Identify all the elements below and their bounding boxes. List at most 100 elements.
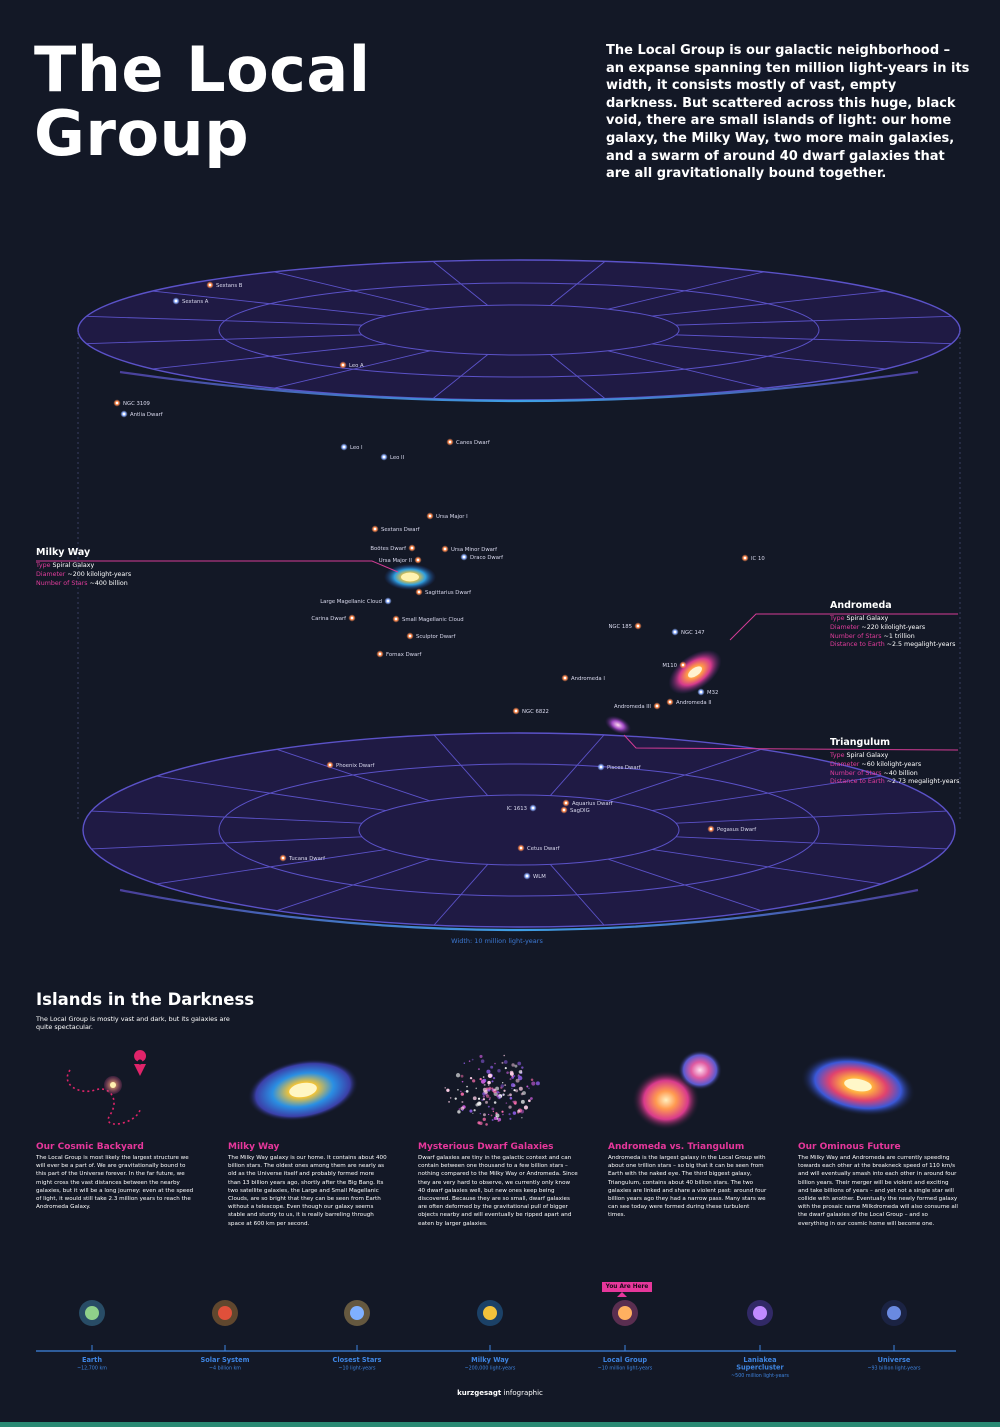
star-dot xyxy=(508,1113,511,1116)
galaxy-ngc-3109: NGC 3109 xyxy=(113,399,150,407)
star-dot xyxy=(477,1097,481,1100)
star-dot xyxy=(471,1058,474,1061)
diameter-value: ~200 kilolight-years xyxy=(67,570,132,578)
intro-paragraph: The Local Group is our galactic neighbor… xyxy=(606,43,970,182)
galaxy-core xyxy=(115,401,119,405)
star-dot xyxy=(521,1117,523,1119)
type-key: Type xyxy=(36,562,51,569)
col-text-cosmic-backyard: The Local Group is most likely the large… xyxy=(36,1155,194,1211)
star-dot xyxy=(506,1071,509,1074)
galaxy-label: Large Magellanic Cloud xyxy=(320,599,382,605)
star-dot xyxy=(487,1105,490,1108)
scale-item-earth: Earth~12,700 km xyxy=(77,1300,107,1372)
galaxy-core xyxy=(564,801,568,805)
star-dot xyxy=(482,1113,486,1117)
galaxy-label: Ursa Minor Dwarf xyxy=(451,547,497,553)
andromeda-name: Andromeda xyxy=(830,600,892,611)
star-dot xyxy=(501,1061,504,1064)
galaxy-leo-i: Leo I xyxy=(340,443,363,451)
diameter-key: Diameter xyxy=(830,623,860,631)
scale-subtitle: ~200,000 light-years xyxy=(465,1366,516,1372)
star-dot xyxy=(485,1100,488,1104)
stars-value: ~1 trillion xyxy=(883,632,915,640)
star-dot xyxy=(482,1076,485,1078)
scale-icon xyxy=(887,1306,901,1320)
galaxy-core xyxy=(122,412,126,416)
galaxy-label: Sextans Dwarf xyxy=(381,527,420,533)
star-dot xyxy=(489,1097,491,1099)
diameter-value: ~60 kilolight-years xyxy=(861,760,922,768)
galaxy-label: Draco Dwarf xyxy=(470,555,503,561)
galaxy-core xyxy=(394,617,398,621)
type-key: Type xyxy=(830,752,845,759)
star-dot xyxy=(491,1080,494,1083)
star-dot xyxy=(521,1066,524,1069)
stars-key: Number of Stars xyxy=(36,579,88,587)
star-dot xyxy=(461,1101,464,1104)
galaxy-ursa-major-ii: Ursa Major II xyxy=(379,556,422,564)
star-dot xyxy=(468,1060,471,1062)
andromeda-vs-triangulum-illustration xyxy=(632,1050,722,1130)
star-dot xyxy=(509,1117,512,1120)
star-dot xyxy=(535,1081,540,1086)
galaxy-sagdig: SagDIG xyxy=(560,806,590,814)
galaxy-label: Boötes Dwarf xyxy=(370,546,406,552)
galaxy-label: Andromeda I xyxy=(571,676,605,682)
scale-name: Universe xyxy=(878,1356,911,1364)
star-dot xyxy=(460,1090,462,1093)
top-disc xyxy=(77,259,961,403)
star-dot xyxy=(510,1083,515,1088)
triangulum-name: Triangulum xyxy=(830,737,891,748)
galaxy-label: Tucana Dwarf xyxy=(288,856,325,862)
star-dot xyxy=(530,1097,533,1100)
diameter-key: Diameter xyxy=(830,760,860,768)
star-dot xyxy=(503,1089,506,1092)
galaxy-cetus-dwarf: Cetus Dwarf xyxy=(517,844,560,852)
star-dot xyxy=(493,1101,497,1104)
andromeda-galaxy xyxy=(668,649,722,695)
star-dot xyxy=(502,1082,504,1084)
star-dot xyxy=(455,1073,461,1078)
star-dot xyxy=(485,1123,488,1126)
star-dot xyxy=(502,1113,504,1116)
star-dot xyxy=(487,1080,491,1085)
galaxy-core xyxy=(350,616,354,620)
star-dot xyxy=(479,1112,482,1115)
col-title-milky-way: Milky Way xyxy=(228,1142,280,1152)
galaxy-pegasus-dwarf: Pegasus Dwarf xyxy=(707,825,756,833)
bottom-bar xyxy=(0,1422,1000,1427)
star-dot xyxy=(513,1100,517,1105)
galaxy-leo-ii: Leo II xyxy=(380,453,405,461)
galaxy-large-magellanic-cloud: Large Magellanic Cloud xyxy=(320,597,392,605)
scale-icon xyxy=(350,1306,364,1320)
galaxy-core xyxy=(519,846,523,850)
star-dot xyxy=(490,1114,493,1117)
brand-suffix: infographic xyxy=(501,1389,543,1397)
col-text-dwarf-galaxies: Dwarf galaxies are tiny in the galactic … xyxy=(418,1155,578,1227)
star-dot xyxy=(473,1109,476,1112)
star-dot xyxy=(491,1119,494,1122)
bottom-disc xyxy=(82,732,956,932)
star-dot xyxy=(458,1108,461,1111)
galaxy-core xyxy=(416,558,420,562)
galaxy-label: NGC 147 xyxy=(681,630,705,636)
galaxy-andromeda-iii: Andromeda III xyxy=(614,702,661,710)
cosmic-backyard-illustration xyxy=(66,1050,147,1125)
star-dot xyxy=(482,1117,486,1121)
star-dot xyxy=(503,1060,508,1064)
galaxy-core xyxy=(208,283,212,287)
star-dot xyxy=(517,1061,522,1066)
star-dot xyxy=(488,1086,492,1090)
islands-subtitle: The Local Group is mostly vast and dark,… xyxy=(36,1015,230,1032)
galaxy-core xyxy=(386,599,390,603)
col-text-ominous-future: The Milky Way and Andromeda are currentl… xyxy=(798,1155,958,1227)
galaxy-label: Andromeda III xyxy=(614,704,651,710)
star-dot xyxy=(444,1087,446,1089)
col-title-dwarf-galaxies: Mysterious Dwarf Galaxies xyxy=(418,1142,554,1152)
star-dot xyxy=(488,1098,491,1101)
star-dot xyxy=(491,1107,495,1111)
galaxy-label: Ursa Major I xyxy=(436,514,468,520)
galaxy-label: Fornax Dwarf xyxy=(386,652,421,658)
galaxy-ursa-major-i: Ursa Major I xyxy=(426,512,468,520)
